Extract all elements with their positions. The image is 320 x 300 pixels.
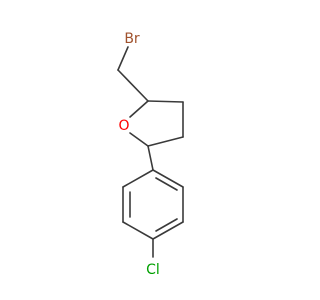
bond-ar-double-b bbox=[155, 218, 178, 232]
bond-ar-1 bbox=[152, 169, 184, 188]
bond-c4-c5 bbox=[147, 100, 184, 103]
bond-c2-c3 bbox=[147, 136, 184, 147]
bond-c5-ch2 bbox=[117, 69, 149, 102]
bond-ar-double-a bbox=[155, 177, 178, 191]
bond-ar-3 bbox=[152, 221, 184, 240]
chlorine-label: Cl bbox=[146, 262, 160, 278]
oxygen-label: O bbox=[118, 118, 129, 134]
bond-ar-4 bbox=[122, 221, 154, 240]
bromine-label: Br bbox=[124, 31, 140, 47]
molecule-structure: Br O Cl bbox=[117, 31, 184, 278]
bond-c5-o bbox=[129, 100, 149, 118]
bond-o-c2 bbox=[129, 132, 149, 147]
bond-c2-phenyl bbox=[147, 145, 154, 171]
bond-ar-6 bbox=[122, 169, 154, 188]
bond-ch2-br bbox=[117, 46, 129, 71]
